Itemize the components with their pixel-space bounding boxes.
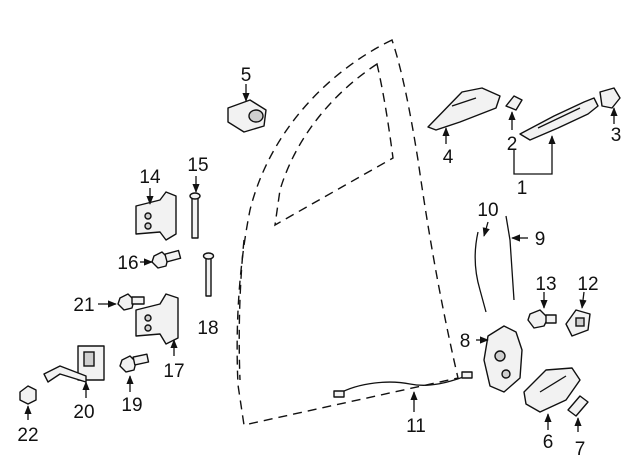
part-1-outside-handle — [519, 97, 599, 141]
callout-15-label: 15 — [187, 155, 208, 176]
callout-2-label: 2 — [507, 134, 518, 155]
callout-12-arrow — [579, 291, 587, 309]
part-15-hinge-pin — [189, 192, 201, 239]
callout-4-label: 4 — [443, 147, 454, 168]
callout-3-label: 3 — [611, 125, 622, 146]
callout-7-label: 7 — [575, 439, 586, 460]
part-16-bolt — [151, 249, 182, 269]
callout-6-label: 6 — [543, 432, 554, 453]
callout-10-arrow — [482, 221, 490, 237]
callout-19-label: 19 — [121, 395, 142, 416]
callout-10-label: 10 — [477, 200, 498, 221]
part-10-rod — [474, 231, 487, 313]
part-9-rod — [505, 215, 515, 301]
part-14-upper-hinge — [135, 191, 177, 241]
callout-11-label: 11 — [406, 416, 426, 437]
part-17-lower-hinge — [135, 293, 179, 345]
door-outline — [236, 39, 459, 426]
callout-17-label: 17 — [163, 361, 184, 382]
callout-14-label: 14 — [139, 167, 161, 188]
part-2-handle-cap — [505, 95, 523, 111]
part-11-cable — [333, 371, 473, 398]
part-7-bezel — [567, 395, 589, 417]
part-3-end-cap — [599, 87, 621, 109]
callout-1-label: 1 — [517, 178, 528, 199]
callout-22-label: 22 — [17, 425, 38, 446]
part-21-bolt — [117, 293, 145, 311]
part-19-bolt — [119, 353, 150, 373]
part-6-inside-handle — [523, 367, 581, 413]
part-8-latch — [483, 325, 523, 393]
part-18-pin — [202, 252, 215, 297]
callout-21-label: 21 — [73, 295, 94, 316]
part-4-handle-bracket — [427, 87, 501, 131]
callout-16-label: 16 — [117, 253, 138, 274]
part-12-striker — [565, 309, 591, 337]
callout-5-label: 5 — [241, 65, 252, 86]
callout-9-label: 9 — [535, 229, 546, 250]
part-13-bolt — [527, 309, 557, 329]
callout-20-label: 20 — [73, 402, 94, 423]
part-22-nut — [19, 385, 37, 405]
callout-1-bracket — [513, 150, 553, 175]
part-5-lock-cylinder — [227, 99, 267, 133]
part-20-door-check — [43, 345, 105, 383]
callout-8-label: 8 — [460, 331, 471, 352]
callout-12-label: 12 — [577, 274, 598, 295]
callout-18-label: 18 — [197, 318, 218, 339]
callout-13-label: 13 — [535, 274, 556, 295]
